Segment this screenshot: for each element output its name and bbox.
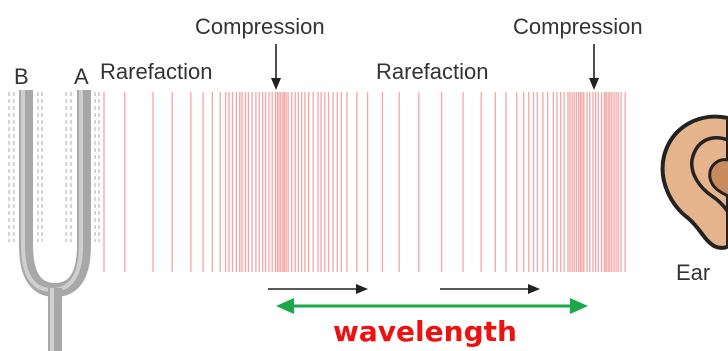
compression-label-left: Compression: [195, 14, 325, 39]
compression-label-right: Compression: [513, 14, 643, 39]
prong-b-label: B: [14, 64, 29, 89]
ear-label: Ear: [676, 260, 710, 285]
propagation-arrow-right: [440, 284, 540, 294]
ear-icon: [660, 114, 728, 250]
tuning-fork-icon: [8, 90, 100, 351]
compression-pointer-left: [271, 44, 281, 90]
wavelength-label: wavelength: [333, 315, 517, 348]
rarefaction-label-right: Rarefaction: [376, 59, 489, 84]
wave-lines: [103, 92, 626, 272]
prong-a-label: A: [74, 64, 89, 89]
propagation-arrow-left: [268, 284, 368, 294]
rarefaction-label-left: Rarefaction: [100, 59, 213, 84]
compression-pointer-right: [589, 44, 599, 90]
wavelength-arrow: [276, 298, 588, 314]
